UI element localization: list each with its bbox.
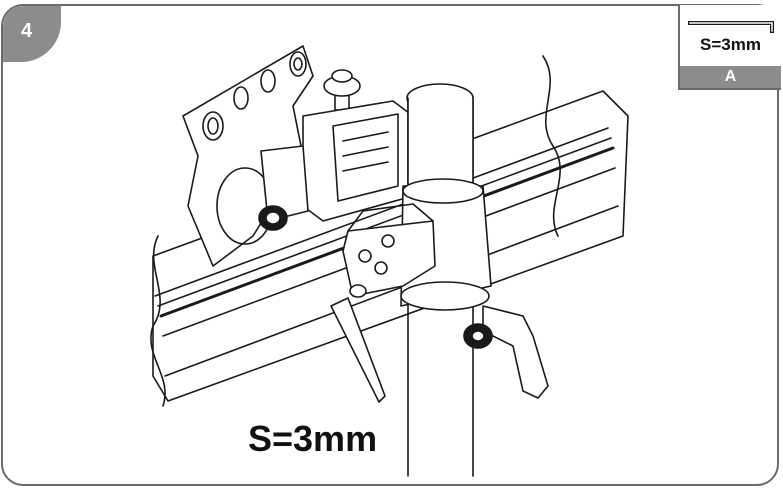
tool-size-label: S=3mm xyxy=(700,35,761,54)
lock-lever xyxy=(482,305,549,399)
hex-key-icon xyxy=(688,21,774,33)
set-screw xyxy=(349,284,367,298)
tool-legend: S=3mm A xyxy=(678,5,781,90)
instruction-panel: 4 S=3mm xyxy=(1,4,779,486)
hex-key xyxy=(330,297,386,403)
hex-key-size-callout: S=3mm xyxy=(248,418,378,459)
tool-letter: A xyxy=(680,66,781,88)
step-number: 4 xyxy=(21,20,33,42)
assembly-illustration xyxy=(150,45,629,477)
